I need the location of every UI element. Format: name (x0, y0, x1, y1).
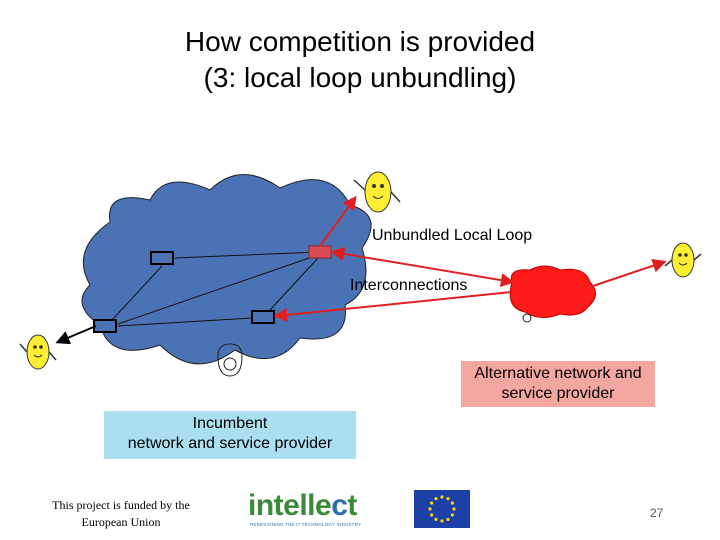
incumbent-provider-line-2: network and service provider (127, 435, 333, 452)
local-exchange-node (308, 245, 332, 259)
customer-character-icon (664, 242, 702, 278)
intellect-logo: intellect REDESIGNING THE IT TECHNOLOGY … (248, 490, 362, 528)
internal-link (117, 254, 319, 325)
eu-star (428, 507, 432, 511)
eu-star (446, 517, 450, 521)
interconnection-line (330, 246, 515, 288)
intellect-logo-word: intellect (248, 490, 357, 522)
logo-word-end: t (347, 489, 357, 522)
funding-line-2: European Union (81, 515, 161, 529)
incumbent-network-cloud (81, 174, 372, 365)
alternative-network-cloud (509, 265, 596, 318)
unbundled-local-loop-line (319, 195, 357, 247)
page-title: How competition is provided (3: local lo… (0, 24, 720, 96)
eu-star (452, 507, 456, 511)
alternative-provider-line-2: service provider (501, 385, 615, 402)
eu-star (440, 519, 444, 523)
switch-node (93, 319, 117, 333)
customer-character-icon (19, 334, 57, 370)
alternative-customer-line (589, 258, 667, 288)
eu-flag-icon (414, 490, 470, 528)
alternative-provider-line-1: Alternative network and (474, 365, 642, 382)
eu-star (450, 513, 454, 517)
customer-character-icon (353, 171, 401, 213)
incumbent-provider-line-1: Incumbent (192, 415, 268, 432)
internal-link (117, 317, 253, 327)
title-line-1: How competition is provided (184, 26, 536, 57)
interconnections-label: Interconnections (350, 277, 468, 294)
alternative-provider-label: Alternative network and service provider (461, 361, 655, 407)
incumbent-customer-line (55, 325, 97, 345)
logo-word-start: intelle (248, 489, 332, 522)
funding-line-1: This project is funded by the (52, 498, 190, 512)
eu-star (446, 497, 450, 501)
eu-star (434, 517, 438, 521)
eu-star (430, 501, 434, 505)
internal-link (174, 251, 319, 259)
title-line-2: (3: local loop unbundling) (203, 62, 517, 93)
interconnection-line-2 (273, 291, 513, 322)
switch-node (251, 310, 275, 324)
eu-star (430, 513, 434, 517)
page-number: 27 (650, 506, 664, 520)
eu-star (434, 497, 438, 501)
logo-word-c: c (331, 489, 348, 522)
internal-link (111, 265, 163, 321)
eu-star (440, 495, 444, 499)
eu-star (450, 501, 454, 505)
switch-node (150, 251, 174, 265)
telephone-icon (217, 343, 243, 377)
incumbent-provider-label: Incumbent network and service provider (104, 411, 356, 459)
unbundled-local-loop-label: Unbundled Local Loop (372, 227, 533, 244)
intellect-logo-tagline: REDESIGNING THE IT TECHNOLOGY INDUSTRY (250, 522, 362, 527)
alternative-telephone-icon (522, 313, 532, 323)
funding-notice: This project is funded by the European U… (46, 497, 196, 531)
internal-link (269, 257, 319, 311)
